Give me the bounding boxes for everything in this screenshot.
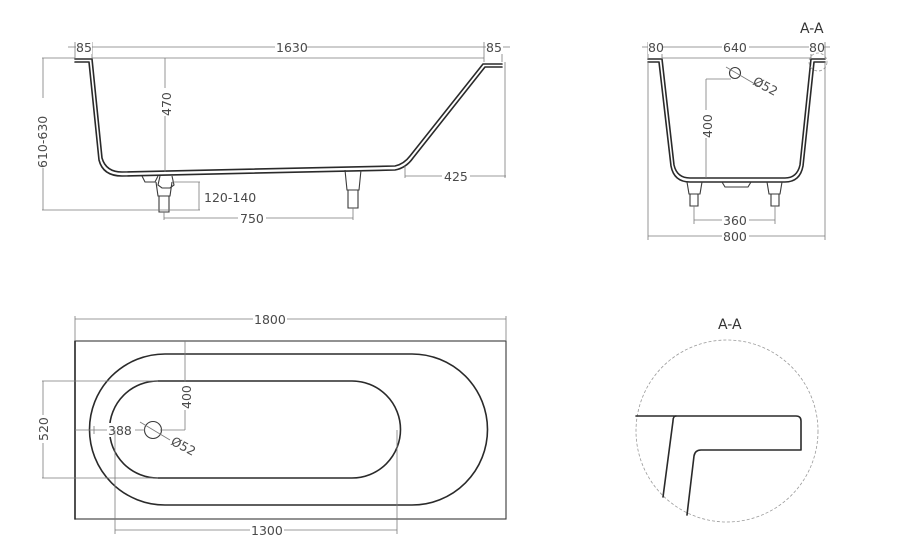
section-view: A-A Ø52 400 80 640 80 [642, 21, 830, 244]
detail-rim-profile [635, 415, 802, 516]
dim-total-length-top: 1800 [254, 312, 286, 327]
section-drain [721, 181, 752, 188]
side-view-leg-left [155, 181, 173, 213]
dim-leg-spacing-section: 360 [723, 213, 747, 228]
dim-drain-diameter-top: Ø52 [169, 433, 199, 458]
side-view-leg-right [344, 169, 362, 209]
side-view-shell-outer [74, 58, 503, 173]
side-view-drain [141, 175, 175, 189]
dim-leg-height: 120-140 [204, 190, 256, 205]
dim-rim-right-side: 85 [486, 40, 502, 55]
dim-rim-left-side: 85 [76, 40, 92, 55]
dim-inner-width-section: 640 [723, 40, 747, 55]
section-shell-outer [647, 58, 826, 179]
section-title: A-A [800, 21, 824, 37]
detail-circle [635, 339, 819, 523]
dim-total-width-section: 800 [723, 229, 747, 244]
section-shell-inner [647, 61, 826, 183]
dim-drain-to-rim-top: 400 [179, 385, 194, 409]
dim-inner-length-top: 1300 [251, 523, 283, 538]
dim-inner-width-top: 520 [36, 417, 51, 441]
dim-depth: 470 [159, 92, 174, 116]
dim-rim-left-section: 80 [648, 40, 664, 55]
dim-drain-offset-top: 388 [108, 423, 132, 438]
detail-marker-circle [808, 52, 828, 72]
dim-leg-spacing-side: 750 [240, 211, 264, 226]
dim-inner-length-side: 1630 [276, 40, 308, 55]
top-view-rim-oval [88, 353, 489, 506]
detail-wall-profile [662, 415, 677, 498]
dim-total-height: 610-630 [35, 116, 50, 168]
dim-rim-right-section: 80 [809, 40, 825, 55]
detail-view: A-A [635, 317, 819, 523]
top-view-basin-oval [108, 380, 402, 479]
section-overflow-circle [728, 66, 742, 80]
section-leg-left [686, 181, 703, 207]
side-view: 85 1630 85 610-630 470 120-140 750 425 [35, 40, 510, 226]
detail-title: A-A [718, 317, 742, 333]
dim-overflow-height: 400 [700, 114, 715, 138]
top-view: Ø52 1800 520 400 388 1300 [35, 312, 507, 538]
dim-slope-offset: 425 [444, 169, 468, 184]
section-leg-right [766, 181, 783, 207]
side-view-shell-inner [74, 61, 503, 177]
dim-overflow-diameter-section: Ø52 [751, 73, 781, 98]
